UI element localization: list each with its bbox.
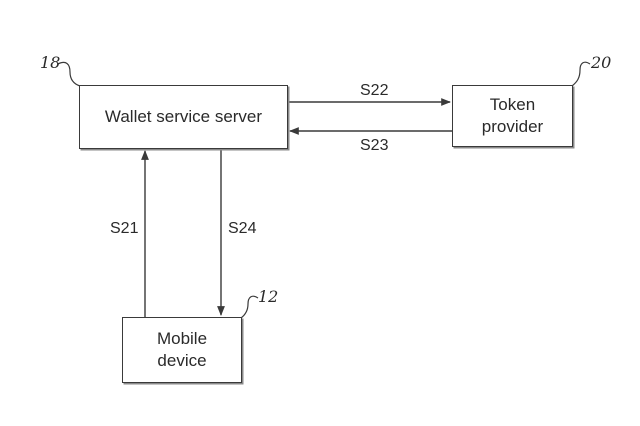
step-label-s21: S21 [110,220,139,237]
leader-18 [57,61,81,87]
step-label-s24: S24 [228,220,257,237]
mobile-device-label-line-2: device [157,351,207,370]
mobile-device-box: Mobile device [122,317,242,383]
wallet-service-server-label: Wallet service server [104,107,263,126]
step-label-s22: S22 [360,82,389,99]
mobile-device-label-line-1: Mobile [156,329,208,348]
token-provider-label-line-1: Token [489,95,536,114]
step-label-s23: S23 [360,137,389,154]
reference-numeral-20: 20 [591,53,612,72]
leader-20 [571,61,591,87]
reference-numeral-18: 18 [40,53,61,72]
token-provider-box: Token provider [452,85,573,147]
token-provider-label-line-2: provider [481,117,544,136]
reference-numeral-12: 12 [258,287,279,306]
leader-12 [240,295,259,319]
wallet-service-server-box: Wallet service server [79,85,288,149]
